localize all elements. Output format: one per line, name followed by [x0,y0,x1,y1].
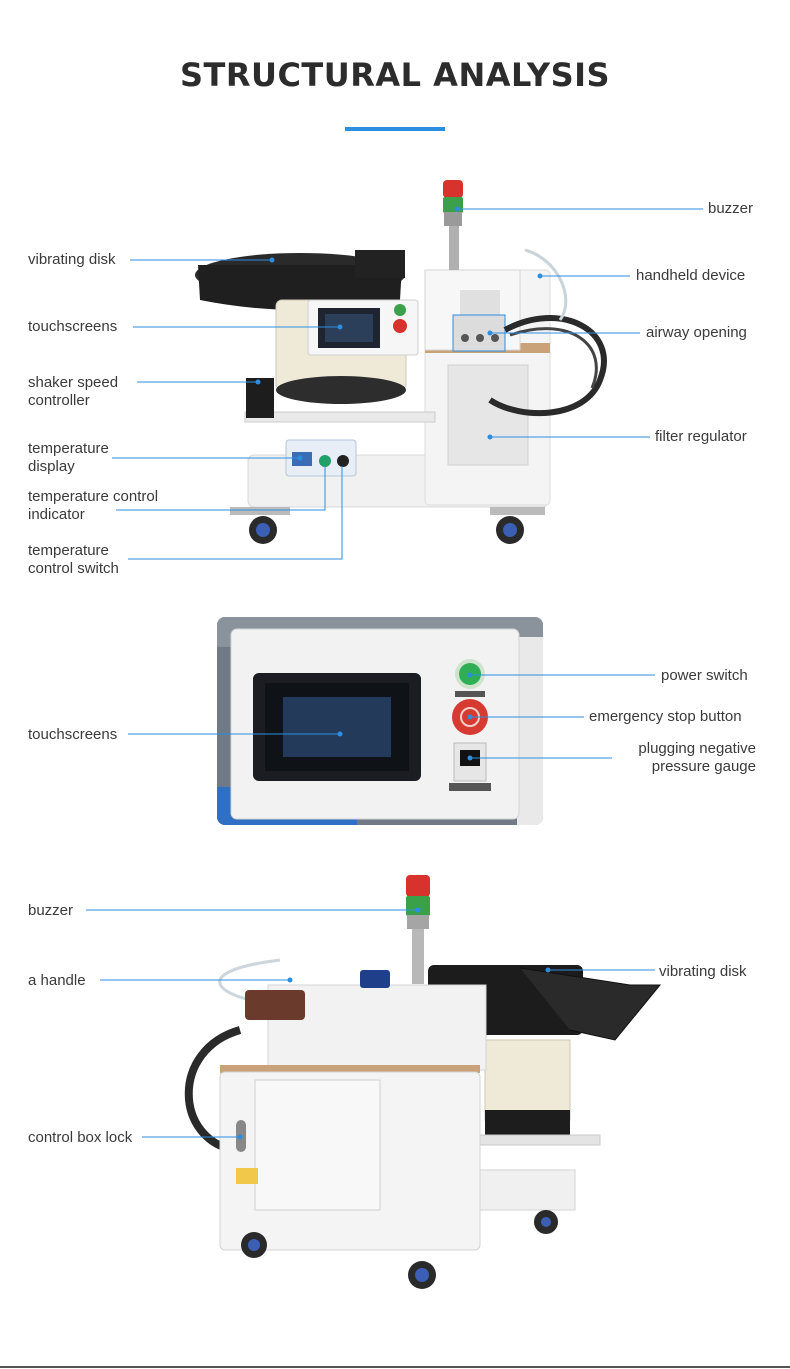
label-line: plugging negative [638,740,756,757]
label-line: temperature [28,542,109,559]
label-touchscreens: touchscreens [28,318,118,335]
page-title: STRUCTURAL ANALYSIS [179,56,611,94]
label-temperature-control-switch: temperature control switch [28,542,119,578]
label-line: temperature control [28,488,159,505]
label-line: control switch [28,560,119,577]
label-buzzer: buzzer [708,200,754,217]
label-shaker-speed-controller: shaker speed controller [28,374,118,410]
label-vibrating-disk: vibrating disk [28,251,116,268]
label-vibrating-disk-rear: vibrating disk [659,963,747,980]
label-touchscreens-panel: touchscreens [28,726,118,743]
footer-divider [0,1366,790,1368]
label-temperature-control-indicator: temperature control indicator [28,488,158,524]
label-airway-opening: airway opening [646,324,747,341]
label-handheld-device: handheld device [636,267,746,284]
label-temperature-display: temperature display [28,440,109,476]
label-line: controller [28,392,90,409]
label-filter-regulator: filter regulator [655,428,747,445]
label-line: display [28,458,75,475]
label-line: pressure gauge [651,758,756,775]
label-line: shaker speed [28,374,119,391]
label-control-box-lock: control box lock [28,1129,133,1146]
label-buzzer-rear: buzzer [28,902,74,919]
label-pressure-gauge: plugging negative pressure gauge [600,740,756,776]
label-line: indicator [28,506,85,523]
title-underline [345,127,445,131]
label-handle: a handle [28,972,86,989]
label-line: temperature [28,440,109,457]
label-emergency-stop-button: emergency stop button [589,708,742,725]
machine-front-illustration [112,180,703,560]
control-panel-photo [217,617,543,825]
label-power-switch: power switch [661,667,748,684]
